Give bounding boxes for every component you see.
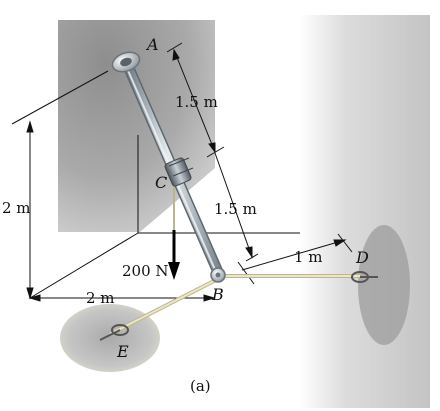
label-dim-ac: 1.5 m [175, 93, 218, 111]
dim-height-line [26, 120, 34, 300]
right-wall-patch [358, 225, 410, 345]
anchor-d [351, 271, 378, 283]
label-dim-be: 2 m [86, 289, 115, 307]
force-arrow-icon [168, 230, 180, 280]
support-a [111, 51, 141, 73]
anchor-e [99, 324, 129, 341]
label-b: B [211, 285, 224, 304]
collar-c [164, 157, 194, 187]
label-dim-cb: 1.5 m [214, 200, 257, 218]
label-dim-height: 2 m [2, 199, 31, 217]
label-a: A [145, 35, 159, 54]
label-d: D [355, 248, 369, 267]
dim-bd-line [237, 233, 353, 285]
label-e: E [116, 342, 129, 361]
label-c: C [155, 173, 167, 192]
label-dim-bd: 1 m [294, 248, 323, 266]
dim-rod-lines [166, 42, 259, 262]
ball-joint-b [210, 267, 226, 283]
caption: (a) [190, 377, 211, 395]
label-force: 200 N [122, 262, 169, 280]
right-wall-plane [300, 15, 430, 408]
